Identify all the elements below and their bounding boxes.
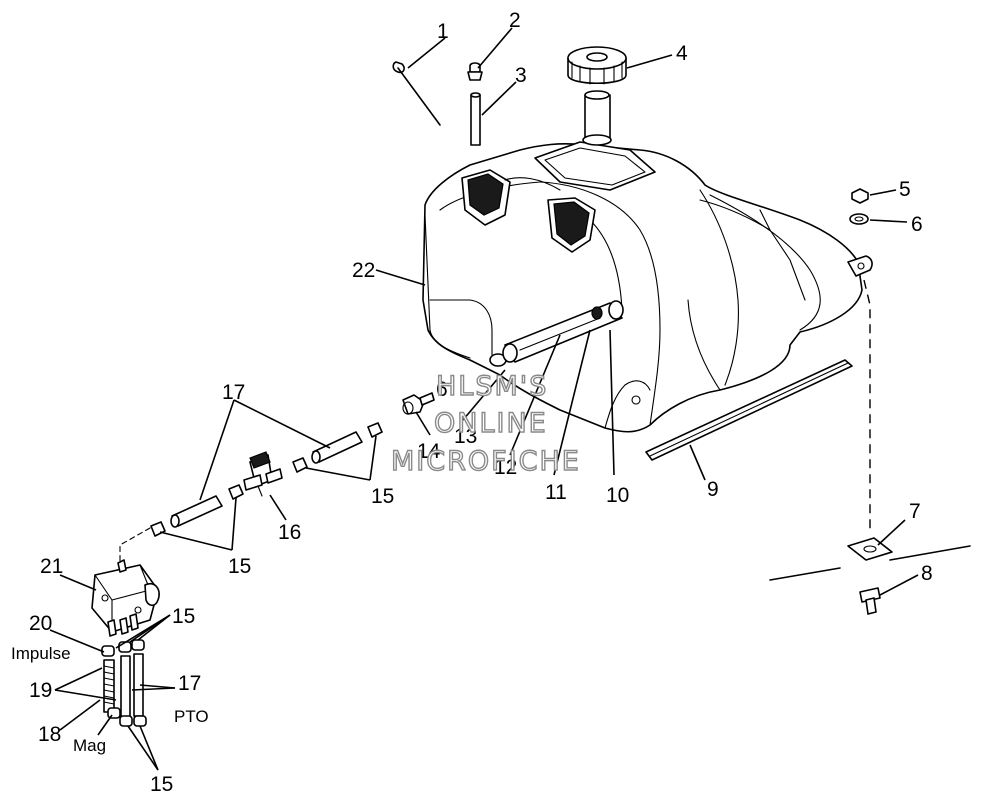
callout-16: 16 [278, 521, 301, 544]
leader-lines [49, 27, 919, 771]
fuel-hoses [119, 422, 383, 566]
callout-1: 1 [437, 20, 449, 43]
callout-11: 11 [545, 481, 567, 504]
tank-strap [645, 359, 853, 461]
callout-22: 22 [352, 259, 375, 282]
callout-4: 4 [676, 42, 688, 65]
mount-hardware [769, 279, 971, 615]
watermark-line-2: ONLINE [434, 408, 548, 439]
callout-17-lower: 17 [178, 672, 201, 695]
vent-line [392, 61, 483, 146]
watermark-line-1: HLSM'S [436, 371, 548, 402]
callout-8: 8 [921, 562, 933, 585]
callout-5: 5 [899, 178, 911, 201]
fuel-cap [567, 46, 627, 146]
callout-15-valve: 15 [228, 555, 251, 578]
port-labels: Impulse PTO Mag [11, 644, 209, 755]
callout-20: 20 [29, 612, 52, 635]
callout-2: 2 [509, 9, 521, 32]
watermark: 6 HLSM'S ONLINE MICROFICHE [390, 370, 581, 477]
pump-hoses [101, 639, 147, 727]
callout-7: 7 [909, 500, 921, 523]
pto-label: PTO [174, 707, 209, 726]
fuel-tank [422, 141, 873, 433]
watermark-line-3: MICROFICHE [391, 446, 581, 477]
callout-15-hose: 15 [371, 485, 394, 508]
crossover-tube [502, 300, 624, 363]
callout-15-lower: 15 [150, 773, 173, 796]
callout-12: 12 [494, 456, 517, 479]
callout-14: 14 [417, 440, 441, 463]
callout-13: 13 [454, 425, 477, 448]
callout-9: 9 [707, 478, 719, 501]
callout-6: 6 [911, 213, 923, 236]
watermark-callout-6: 6 [436, 378, 448, 401]
tank-fitting [402, 392, 435, 415]
callout-15-pump: 15 [172, 605, 195, 628]
callout-numbers: 1 2 3 4 5 6 7 8 9 10 11 12 13 14 15 15 1… [29, 9, 933, 796]
impulse-label: Impulse [11, 644, 71, 663]
nut-washer [849, 188, 869, 225]
callout-19: 19 [29, 679, 52, 702]
callout-10: 10 [606, 484, 629, 507]
mag-label: Mag [73, 736, 106, 755]
callout-18: 18 [38, 723, 61, 746]
callout-17-upper: 17 [222, 381, 245, 404]
fuel-pump [91, 559, 160, 637]
callout-21: 21 [40, 555, 63, 578]
callout-3: 3 [515, 64, 527, 87]
